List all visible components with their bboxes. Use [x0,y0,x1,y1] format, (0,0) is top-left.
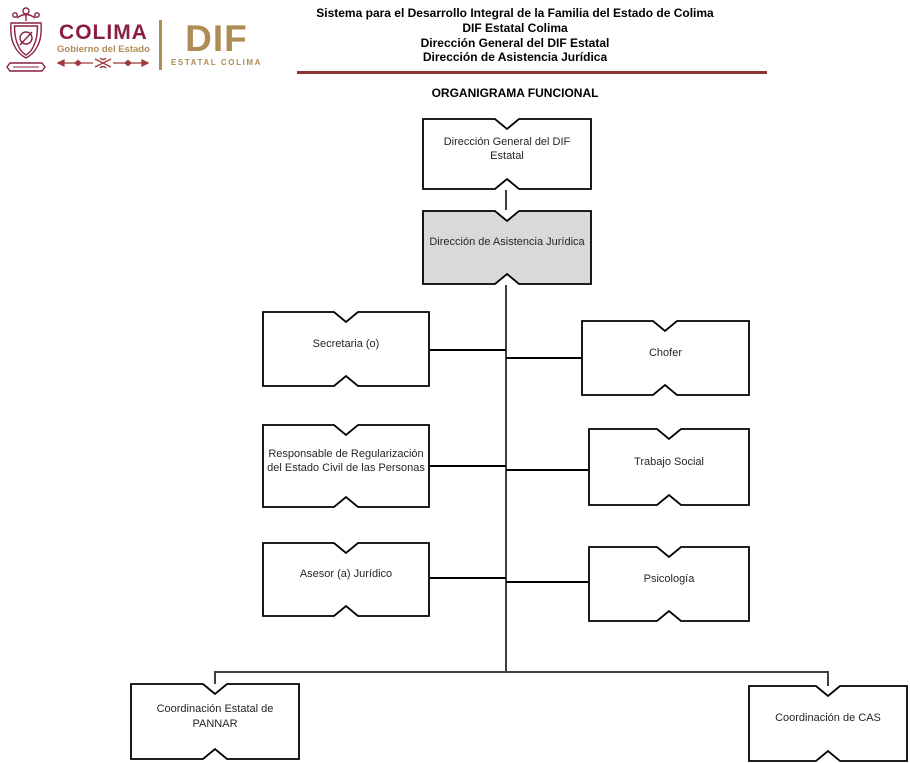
connector-psicologia [506,581,589,583]
connector-drop-cas [827,671,829,686]
connector-secretaria [430,349,506,351]
dif-wordmark: DIF ESTATAL COLIMA [170,18,263,67]
connector-drop-pannar [214,671,216,684]
notched-box-shape [422,118,592,190]
header-line-dif-estatal: DIF Estatal Colima [462,20,568,35]
org-node-coordinacion-cas: Coordinación de CAS [748,685,908,762]
org-node-secretaria: Secretaria (o) [262,311,430,387]
connector-bottom-bus [214,671,829,673]
chart-title: ORGANIGRAMA FUNCIONAL [431,86,599,100]
org-node-label: Coordinación Estatal de PANNAR [156,703,274,730]
org-node-psicologia: Psicología [588,546,750,622]
colima-wordmark: COLIMA Gobierno del Estado [57,22,150,69]
org-node-direccion-asistencia-juridica: Dirección de Asistencia Jurídica [422,210,592,285]
org-node-label: Dirección de Asistencia Jurídica [429,236,585,249]
colima-coat-of-arms-icon [6,7,46,72]
connector-general-to-juridica [505,190,507,210]
org-node-chofer: Chofer [581,320,750,396]
org-node-label: Secretaria (o) [312,337,380,350]
notched-box-shape [130,683,300,760]
colima-title: COLIMA [59,20,148,44]
org-node-label: Chofer [648,346,683,359]
connector-chofer [506,357,582,359]
org-node-direccion-general: Dirección General del DIF Estatal [422,118,592,190]
notched-box-shape [262,311,430,387]
connector-asesor [430,577,506,579]
colima-gobierno-dif-logo: COLIMA Gobierno del Estado DIF ESTATAL C… [4,5,262,85]
org-node-label: Dirección General del DIF Estatal [443,135,571,162]
header-line-direccion-general: Dirección General del DIF Estatal [420,35,610,50]
dif-title: DIF [185,18,248,60]
connector-responsable [430,465,506,467]
org-node-asesor-juridico: Asesor (a) Jurídico [262,542,430,617]
notched-box-shape [588,546,750,622]
org-node-label: Responsable de Regularización del Estado… [267,447,425,474]
connector-trabajo-social [506,469,589,471]
org-node-label: Trabajo Social [634,455,704,468]
header-line-sistema: Sistema para el Desarrollo Integral de l… [316,6,714,20]
org-node-coordinacion-pannar: Coordinación Estatal de PANNAR [130,683,300,760]
notched-box-shape [262,542,430,617]
notched-box-shape [748,685,908,762]
dif-subtitle: ESTATAL COLIMA [170,57,263,67]
org-node-trabajo-social: Trabajo Social [588,428,750,506]
connector-spine [505,285,507,673]
org-node-label: Coordinación de CAS [775,712,881,725]
notched-box-shape [581,320,750,396]
header-line-direccion-juridica: Dirección de Asistencia Jurídica [422,50,608,65]
colima-subtitle: Gobierno del Estado [57,43,150,55]
org-node-label: Asesor (a) Jurídico [299,568,393,581]
notched-box-shape [262,424,430,508]
logo-divider [158,20,162,70]
document-header: Sistema para el Desarrollo Integral de l… [300,6,730,65]
org-node-responsable-regularizacion: Responsable de Regularización del Estado… [262,424,430,508]
header-rule [297,71,767,74]
notched-box-shape [422,210,592,285]
logo-ornament-icon [57,57,150,68]
org-node-label: Psicología [643,572,695,585]
notched-box-shape [588,428,750,506]
